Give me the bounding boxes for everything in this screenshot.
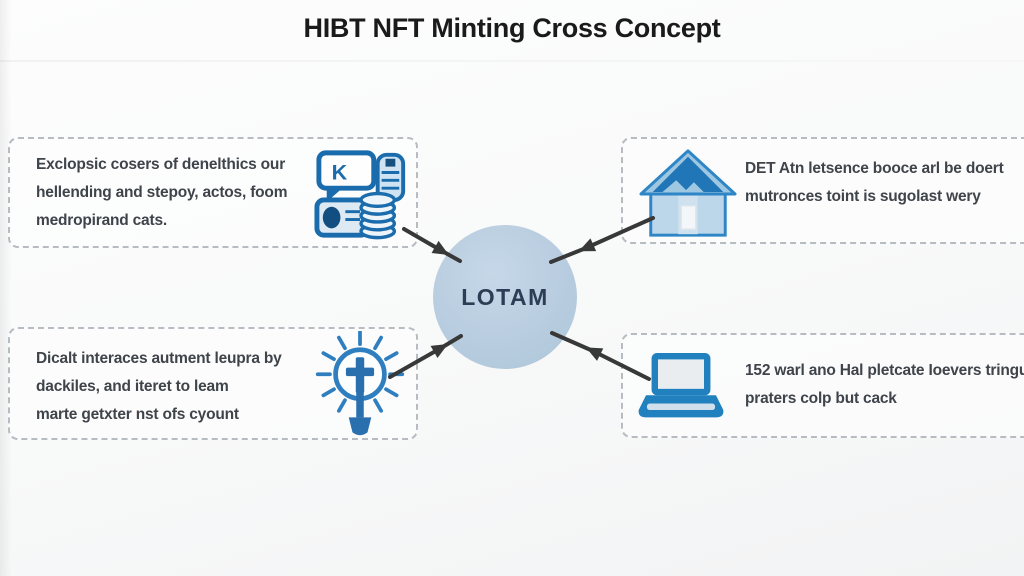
center-node-label: LOTAM bbox=[461, 283, 549, 310]
mountain-house-icon bbox=[639, 147, 737, 241]
divider bbox=[0, 60, 1024, 62]
text-line: Dicalt interaces autment leupra by bbox=[36, 350, 282, 367]
concept-box-top-left: Exclopsic cosers of denelthics our helle… bbox=[8, 137, 418, 248]
text-line: dackiles, and iteret to leam bbox=[36, 378, 229, 395]
concept-box-top-right: DET Atn letsence booce arl be doert mutr… bbox=[621, 137, 1024, 244]
center-node: LOTAM bbox=[433, 225, 577, 369]
text-line: 152 warl ano Hal pletcate Ioevers tringu bbox=[745, 362, 1024, 379]
text-line: DET Atn letsence booce arl be doert bbox=[745, 160, 1004, 177]
lightbulb-idea-icon bbox=[306, 331, 414, 439]
box-bottom-left-text: Dicalt interaces autment leupra by dacki… bbox=[36, 345, 321, 429]
text-line: hellending and stepoy, actos, foom bbox=[36, 184, 288, 201]
icon-letter: K bbox=[332, 159, 348, 184]
concept-box-bottom-left: Dicalt interaces autment leupra by dacki… bbox=[8, 327, 418, 440]
text-line: mutronces toint is sugolast wery bbox=[745, 188, 981, 205]
chat-coins-icon: K bbox=[312, 147, 412, 245]
laptop-icon bbox=[635, 348, 727, 426]
box-top-right-text: DET Atn letsence booce arl be doert mutr… bbox=[745, 155, 1024, 211]
page-title: HIBT NFT Minting Cross Concept bbox=[303, 13, 721, 43]
text-line: medropirand cats. bbox=[36, 212, 167, 229]
text-line: praters colp but cack bbox=[745, 390, 897, 407]
box-bottom-right-text: 152 warl ano Hal pletcate Ioevers tringu… bbox=[745, 357, 1024, 413]
text-line: Exclopsic cosers of denelthics our bbox=[36, 156, 286, 173]
concept-box-bottom-right: 152 warl ano Hal pletcate Ioevers tringu… bbox=[621, 333, 1024, 438]
text-line: marte getxter nst ofs cyount bbox=[36, 406, 239, 423]
box-top-left-text: Exclopsic cosers of denelthics our helle… bbox=[36, 151, 321, 235]
